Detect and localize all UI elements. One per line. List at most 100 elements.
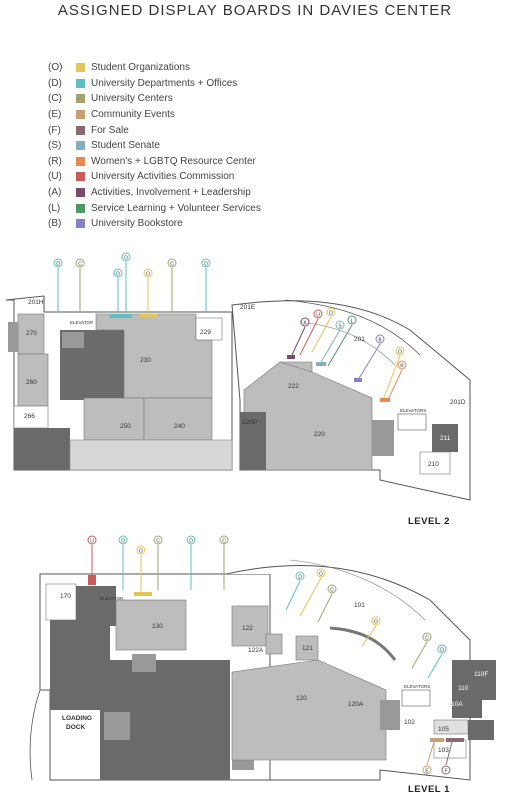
legend-item-university-departments: (D) University Departments + Offices — [48, 76, 261, 92]
room-label: 102 — [404, 719, 415, 726]
marker-d-8: D — [427, 644, 447, 679]
marker-r-1: R — [386, 360, 407, 403]
legend-label: University Bookstore — [91, 218, 183, 230]
legend-label: University Departments + Offices — [91, 77, 238, 89]
room-label: 240 — [174, 423, 185, 430]
stair-core — [62, 332, 84, 348]
legend-item-student-organizations: (O)Student Organizations — [48, 60, 261, 76]
room-label: 210 — [428, 461, 439, 468]
marker-letter: C — [222, 539, 226, 545]
legend-code: (A) — [48, 187, 62, 199]
legend-code: (D) — [48, 77, 62, 89]
legend-item-resource-center: (R) Women's + LGBTQ Resource Center — [48, 154, 261, 170]
legend-label: Community Events — [91, 109, 175, 121]
level-2-curve-inner — [284, 299, 421, 356]
legend-swatch — [76, 78, 85, 88]
level-1-label: LEVEL 1 — [408, 784, 450, 795]
legend-item-service-learning: (L)Service Learning + Volunteer Services — [48, 200, 261, 216]
legend-label: Women's + LGBTQ Resource Center — [91, 155, 256, 167]
stair-dock — [104, 712, 130, 740]
legend-item-activities-involvement: (A)Activities, Involvement + Leadership — [48, 185, 261, 201]
room-label: 220P — [242, 419, 257, 426]
marker-c-2: C — [167, 258, 177, 312]
corridor-west — [69, 439, 233, 471]
legend-swatch — [76, 203, 85, 213]
room-label: 266 — [24, 413, 35, 420]
board-bar-f-1 — [446, 738, 464, 742]
marker-letter: B — [378, 338, 382, 344]
room-label: 110F — [474, 671, 488, 678]
room-label: 110 — [458, 685, 469, 692]
marker-letter: R — [400, 364, 404, 370]
page-title: ASSIGNED DISPLAY BOARDS IN DAVIES CENTER — [57, 2, 453, 19]
marker-letter: D — [189, 539, 193, 545]
level-1-curve-inner — [289, 559, 426, 621]
room-260 — [17, 353, 49, 407]
legend-item-activities-commission: (U)University Activities Commission — [48, 169, 261, 185]
core-dark-2 — [76, 586, 116, 626]
marker-letter: C — [170, 262, 174, 268]
marker-letter: C — [330, 588, 334, 594]
marker-letter: L — [351, 319, 354, 325]
legend-label: For Sale — [91, 124, 129, 136]
marker-letter: C — [78, 262, 82, 268]
room-110f — [470, 660, 496, 700]
marker-c-4: C — [219, 535, 229, 590]
legend-swatch — [76, 63, 85, 73]
legend-swatch — [76, 141, 85, 151]
marker-letter: O — [329, 311, 333, 317]
room-label: 121 — [302, 645, 313, 652]
room-229 — [195, 317, 223, 341]
marker-letter: D — [124, 256, 128, 262]
marker-letter: A — [303, 321, 307, 327]
legend-code: (R) — [48, 155, 62, 167]
room-label: 110A — [448, 701, 463, 708]
legend-item-community-events: (E)Community Events — [48, 107, 261, 123]
room-label: 122 — [242, 625, 253, 632]
room-label: 101 — [354, 602, 365, 609]
stair-east — [372, 420, 394, 456]
legend-item-university-bookstore: (B)University Bookstore — [48, 216, 261, 232]
marker-c-6: C — [411, 632, 432, 669]
legend-code: (F) — [48, 124, 61, 136]
marker-d-4: D — [121, 252, 131, 312]
board-bar-o-1 — [134, 592, 152, 596]
marker-letter: U — [90, 539, 94, 545]
board-bar-a — [287, 355, 295, 359]
legend-swatch — [76, 188, 85, 198]
room-label: 230 — [140, 357, 151, 364]
room-122a — [265, 633, 283, 655]
marker-d-5: D — [118, 535, 128, 590]
room-label: 103 — [438, 747, 449, 754]
marker-letter: S — [338, 324, 342, 330]
room-210 — [419, 451, 451, 475]
room-label: 250 — [120, 423, 131, 430]
elevators-1 — [401, 689, 431, 707]
room-label: ELEVATOR — [100, 596, 124, 601]
marker-letter: O — [146, 272, 150, 278]
room-label: 105 — [438, 726, 449, 733]
legend-item-for-sale: (F) For Sale — [48, 122, 261, 138]
room-label: LOADING — [62, 715, 92, 722]
marker-letter: O — [398, 350, 402, 356]
marker-letter: O — [139, 549, 143, 555]
room-label: 222 — [288, 383, 299, 390]
room-label: 270 — [26, 330, 37, 337]
room-label: 120 — [296, 695, 307, 702]
marker-letter: D — [440, 648, 444, 654]
stair-130 — [132, 654, 156, 672]
room-restroom-east — [468, 720, 494, 740]
marker-letter: D — [116, 272, 120, 278]
legend-label: University Centers — [91, 93, 173, 105]
legend-code: (C) — [48, 93, 62, 105]
room-122 — [231, 605, 269, 647]
room-label: 229 — [200, 329, 211, 336]
legend: (O)Student Organizations (D) University D… — [48, 60, 261, 232]
room-270 — [17, 313, 45, 355]
level-2-map: D C D O C D D A U O S L B O R 201H 270 2… — [5, 252, 471, 501]
legend-label: Student Organizations — [91, 62, 190, 74]
room-label: 130 — [152, 623, 163, 630]
room-label: 201H — [28, 299, 44, 306]
marker-letter: D — [204, 262, 208, 268]
